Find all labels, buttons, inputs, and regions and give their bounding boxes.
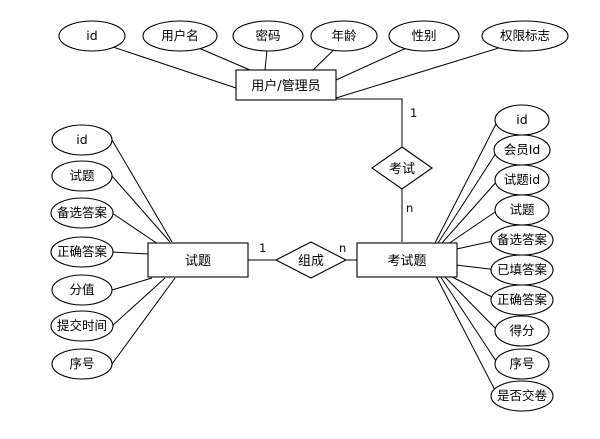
user-attributes: id 用户名 密码 年龄 性别 权限标志 xyxy=(58,20,569,52)
relationship-exam xyxy=(371,146,433,190)
relationship-compose xyxy=(274,241,348,279)
question-attr-options xyxy=(50,197,114,229)
question-attr-seq xyxy=(51,348,113,380)
question-attributes: id 试题 备选答案 正确答案 分值 提交时间 序号 xyxy=(50,124,114,380)
user-attr-password-label: 密码 xyxy=(255,28,280,43)
examq-attr-options-label: 备选答案 xyxy=(497,232,548,247)
user-attr-id xyxy=(58,20,126,52)
entity-exam-question xyxy=(356,242,458,278)
question-attr-question-label: 试题 xyxy=(69,168,95,183)
connector-lines xyxy=(91,39,526,397)
question-attr-time xyxy=(50,310,114,342)
user-attr-gender xyxy=(388,20,460,52)
question-attr-question xyxy=(51,160,113,192)
link-q-attr-time xyxy=(111,277,166,327)
user-attr-id-label: id xyxy=(86,28,97,43)
link-q-attr-options xyxy=(111,212,159,245)
cardinality-user-exam: 1 xyxy=(410,106,417,120)
link-eq-attr-id xyxy=(434,119,499,244)
link-eq-attr-question xyxy=(447,209,499,245)
examq-attr-answer xyxy=(490,284,554,316)
question-attr-answer xyxy=(50,236,114,268)
entity-user xyxy=(235,69,337,101)
question-attr-id-label: id xyxy=(76,132,87,147)
cardinality-question-compose: 1 xyxy=(259,241,266,255)
link-eq-attr-questionid xyxy=(441,179,499,244)
examq-attr-seq xyxy=(494,348,550,380)
user-attr-age-label: 年龄 xyxy=(331,28,357,43)
examq-attr-points xyxy=(494,315,550,347)
examq-attr-memberid-label: 会员Id xyxy=(504,142,541,157)
examq-attr-id-label: id xyxy=(516,112,527,127)
link-q-attr-answer xyxy=(111,251,149,255)
user-attr-gender-label: 性别 xyxy=(411,28,436,43)
link-eq-attr-memberid xyxy=(437,149,499,244)
user-attr-username xyxy=(142,20,218,52)
entity-exam-question-label: 考试题 xyxy=(387,254,426,269)
link-eq-attr-answer xyxy=(449,275,499,301)
user-attr-password xyxy=(232,20,304,52)
user-attr-permission xyxy=(481,20,569,52)
link-user-exam xyxy=(336,98,403,147)
examq-attr-submitted-label: 是否交卷 xyxy=(497,388,548,403)
examq-attr-filled-label: 已填答案 xyxy=(497,262,548,277)
question-attr-seq-label: 序号 xyxy=(69,356,94,371)
examq-attr-seq-label: 序号 xyxy=(509,356,534,371)
examq-attr-questionid-label: 试题id xyxy=(504,172,540,187)
question-attr-options-label: 备选答案 xyxy=(57,205,108,220)
examq-attr-submitted xyxy=(490,380,554,412)
question-attr-score-label: 分值 xyxy=(69,282,94,297)
cardinality-compose-examq: n xyxy=(339,241,346,255)
link-q-attr-question xyxy=(111,175,171,243)
exam-question-attributes: id 会员Id 试题id 试题 备选答案 已填答案 正确答案 得分 序号 是否交… xyxy=(490,104,554,412)
link-eq-attr-options xyxy=(451,239,499,251)
link-q-attr-id xyxy=(111,139,173,243)
entity-question xyxy=(147,242,249,278)
cardinality-exam-examq: n xyxy=(406,201,413,215)
link-q-attr-score xyxy=(111,277,153,291)
relationship-compose-label: 组成 xyxy=(298,254,324,269)
link-eq-attr-submitted xyxy=(435,275,499,397)
relationship-exam-label: 考试 xyxy=(389,162,415,177)
link-eq-attr-points xyxy=(443,275,499,332)
question-attr-score xyxy=(51,274,113,306)
examq-attr-question-label: 试题 xyxy=(509,202,535,217)
question-attr-answer-label: 正确答案 xyxy=(57,244,108,259)
question-attr-time-label: 提交时间 xyxy=(57,318,107,333)
user-attr-permission-label: 权限标志 xyxy=(500,28,550,43)
link-user-attr-id xyxy=(91,39,237,89)
entity-question-label: 试题 xyxy=(185,254,211,269)
link-q-attr-seq xyxy=(111,277,176,365)
user-attr-age xyxy=(310,20,378,52)
link-user-attr-permission xyxy=(335,39,526,99)
examq-attr-answer-label: 正确答案 xyxy=(497,292,548,307)
entity-user-label: 用户/管理员 xyxy=(251,78,320,94)
link-eq-attr-seq xyxy=(439,275,499,365)
user-attr-username-label: 用户名 xyxy=(161,28,199,43)
examq-attr-points-label: 得分 xyxy=(509,323,534,338)
question-attr-id xyxy=(51,124,113,156)
